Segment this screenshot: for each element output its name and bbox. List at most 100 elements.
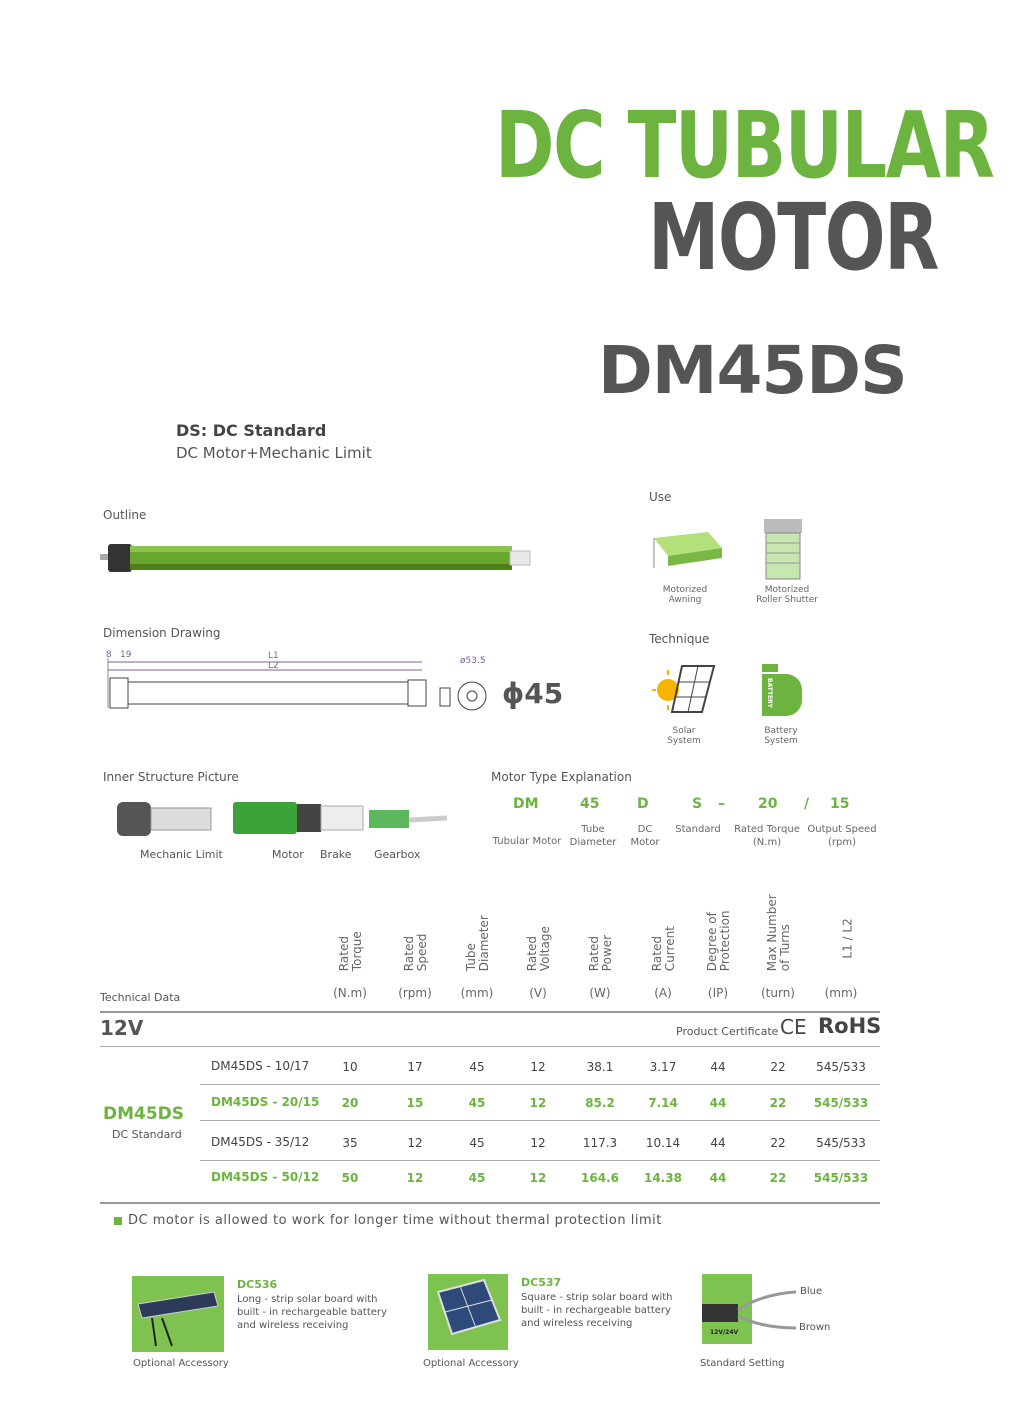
table-cell: 44 bbox=[710, 1060, 726, 1074]
table-cell: 12 bbox=[529, 1096, 547, 1110]
mt-code-20: 20 bbox=[758, 796, 778, 812]
dim-phi535: ø53.5 bbox=[460, 656, 486, 666]
table-cell: 12 bbox=[530, 1136, 546, 1150]
dim-8: 8 bbox=[106, 650, 112, 660]
table-top-rule bbox=[100, 1011, 880, 1013]
mt-label-rated-torque: Rated Torque (N.m) bbox=[734, 824, 800, 848]
column-header: Rated Voltage bbox=[524, 926, 552, 972]
table-cell: 117.3 bbox=[582, 1136, 618, 1150]
column-unit: (IP) bbox=[707, 986, 729, 1000]
table-cell: 44 bbox=[710, 1136, 726, 1150]
column-header: Degree of Protection bbox=[704, 910, 732, 972]
table-cell: 45 bbox=[468, 1171, 486, 1185]
inner-label-brake: Brake bbox=[320, 848, 352, 861]
use-roller-shutter-caption: Motorized Roller Shutter bbox=[756, 585, 818, 605]
table-cell: 45 bbox=[468, 1096, 486, 1110]
mt-code-d: D bbox=[637, 796, 649, 812]
standard-setting-image bbox=[702, 1274, 797, 1344]
dc536-text: Long - strip solar board with built - in… bbox=[237, 1294, 387, 1331]
table-row-model: DM45DS - 20/15 bbox=[211, 1095, 320, 1109]
inner-structure-image bbox=[117, 802, 448, 836]
table-cell: 22 bbox=[770, 1136, 786, 1150]
dc537-caption: Optional Accessory bbox=[423, 1358, 519, 1369]
roller-shutter-icon bbox=[764, 519, 802, 580]
column-header: Max Number of Turns bbox=[764, 894, 792, 972]
inner-structure-label: Inner Structure Picture bbox=[103, 770, 239, 784]
mt-code-dash: – bbox=[718, 796, 725, 812]
wire-blue-label: Blue bbox=[800, 1286, 823, 1297]
technique-label: Technique bbox=[649, 632, 710, 646]
table-cell: 14.38 bbox=[644, 1171, 682, 1185]
solar-system-icon bbox=[652, 665, 716, 713]
table-cell: 12 bbox=[529, 1171, 547, 1185]
inner-label-mechanic-limit: Mechanic Limit bbox=[140, 848, 223, 861]
table-row-model: DM45DS - 10/17 bbox=[211, 1059, 310, 1073]
motor-type-label: Motor Type Explanation bbox=[491, 770, 632, 784]
mt-label-tubular-motor: Tubular Motor bbox=[492, 836, 562, 847]
column-unit: (mm) bbox=[824, 986, 858, 1000]
table-cell: 12 bbox=[406, 1171, 424, 1185]
technical-data-label: Technical Data bbox=[100, 991, 181, 1004]
table-cell: 22 bbox=[769, 1096, 787, 1110]
column-unit: (W) bbox=[589, 986, 611, 1000]
mt-label-tube-diameter: Tube Diameter bbox=[569, 824, 617, 848]
ds-title: DS: DC Standard bbox=[176, 421, 327, 440]
use-awning-caption: Motorized Awning bbox=[662, 585, 708, 605]
table-rule bbox=[100, 1046, 880, 1047]
column-header: Tube Diameter bbox=[463, 915, 491, 972]
table-cell: 545/533 bbox=[816, 1136, 866, 1150]
mt-label-dc-motor: DC Motor bbox=[630, 824, 660, 848]
battery-icon-text: BATTERY bbox=[766, 678, 773, 708]
table-cell: 15 bbox=[406, 1096, 424, 1110]
dimension-label: Dimension Drawing bbox=[103, 626, 221, 640]
column-header: Rated Current bbox=[649, 926, 677, 972]
table-note: DC motor is allowed to work for longer t… bbox=[128, 1213, 662, 1228]
mt-label-output-speed: Output Speed (rpm) bbox=[807, 824, 877, 848]
battery-system-icon: BATTERY bbox=[762, 664, 802, 716]
mt-label-standard: Standard bbox=[675, 824, 721, 835]
ce-mark: CE bbox=[780, 1015, 807, 1039]
model-heading: DM45DS bbox=[598, 332, 908, 409]
title-line-1: DC TUBULAR bbox=[495, 92, 995, 199]
table-cell: 545/533 bbox=[813, 1171, 869, 1185]
dim-19: 19 bbox=[120, 650, 132, 660]
table-row-divider bbox=[200, 1160, 880, 1161]
dc537-title: DC537 bbox=[521, 1276, 562, 1289]
table-cell: 38.1 bbox=[586, 1060, 614, 1074]
dc537-text: Square - strip solar board with built - … bbox=[521, 1292, 673, 1329]
table-cell: 44 bbox=[709, 1171, 727, 1185]
dc536-title: DC536 bbox=[237, 1278, 278, 1291]
dc536-caption: Optional Accessory bbox=[133, 1358, 229, 1369]
dim-l2: L2 bbox=[268, 661, 279, 671]
table-cell: 545/533 bbox=[816, 1060, 866, 1074]
awning-icon bbox=[653, 532, 722, 568]
inner-label-motor: Motor bbox=[272, 848, 304, 861]
wire-brown-label: Brown bbox=[799, 1322, 831, 1333]
table-bottom-rule bbox=[100, 1202, 880, 1204]
battery-system-caption: Battery System bbox=[764, 726, 798, 746]
table-cell: 85.2 bbox=[585, 1096, 615, 1110]
table-cell: 20 bbox=[341, 1096, 359, 1110]
title-line-2: MOTOR bbox=[648, 184, 939, 291]
table-cell: 50 bbox=[341, 1171, 359, 1185]
inner-label-gearbox: Gearbox bbox=[374, 848, 421, 861]
mt-code-s: S bbox=[692, 796, 703, 812]
table-cell: 45 bbox=[469, 1136, 485, 1150]
table-cell: 10.14 bbox=[645, 1136, 681, 1150]
voltage-label: 12V bbox=[100, 1016, 144, 1040]
table-cell: 10 bbox=[342, 1060, 358, 1074]
table-cell: 164.6 bbox=[581, 1171, 619, 1185]
dc536-image bbox=[132, 1276, 224, 1352]
table-cell: 22 bbox=[770, 1060, 786, 1074]
table-cell: 35 bbox=[342, 1136, 358, 1150]
dimension-drawing bbox=[107, 658, 487, 711]
motor-outline-image bbox=[100, 544, 531, 572]
mt-code-45: 45 bbox=[580, 796, 600, 812]
standard-setting-caption: Standard Setting bbox=[700, 1358, 785, 1369]
note-bullet-icon bbox=[114, 1217, 122, 1225]
use-label: Use bbox=[649, 490, 672, 504]
column-header: L1 / L2 bbox=[840, 918, 855, 959]
table-row-model: DM45DS - 50/12 bbox=[211, 1170, 320, 1184]
column-unit: (A) bbox=[654, 986, 672, 1000]
table-cell: 545/533 bbox=[813, 1096, 869, 1110]
